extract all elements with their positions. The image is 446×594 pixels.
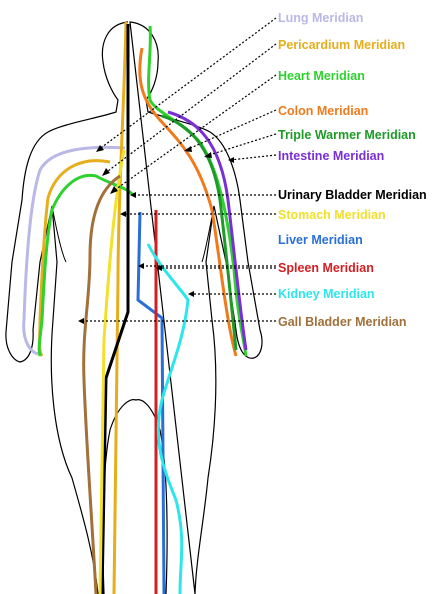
arrowhead-gall-bladder: [78, 318, 84, 324]
label-lung: Lung Meridian: [278, 11, 363, 25]
arrowhead-kidney: [188, 291, 194, 297]
label-pericardium: Pericardium Meridian: [278, 38, 405, 52]
label-liver: Liver Meridian: [278, 233, 363, 247]
label-triple-warmer: Triple Warmer Meridian: [278, 128, 416, 142]
label-gall-bladder: Gall Bladder Meridian: [278, 315, 407, 329]
label-heart: Heart Meridian: [278, 69, 365, 83]
arrowhead-stomach: [120, 211, 126, 217]
pointer-intestine: [230, 155, 276, 160]
kidney-meridian-line: [148, 244, 188, 594]
label-colon: Colon Meridian: [278, 104, 368, 118]
body-outline: [6, 22, 262, 594]
label-urinary-bladder: Urinary Bladder Meridian: [278, 188, 427, 202]
label-intestine: Intestine Meridian: [278, 149, 384, 163]
label-kidney: Kidney Meridian: [278, 287, 375, 301]
pericardium-meridian-line: [40, 161, 111, 356]
arrowhead-pericardium: [102, 168, 110, 176]
triple-warmer-meridian-line: [162, 116, 236, 350]
intestine-meridian-line: [168, 112, 246, 350]
pointer-heart: [112, 75, 276, 192]
label-stomach: Stomach Meridian: [278, 208, 386, 222]
pericardium-meridian-trunk: [114, 22, 126, 594]
label-spleen: Spleen Meridian: [278, 261, 374, 275]
